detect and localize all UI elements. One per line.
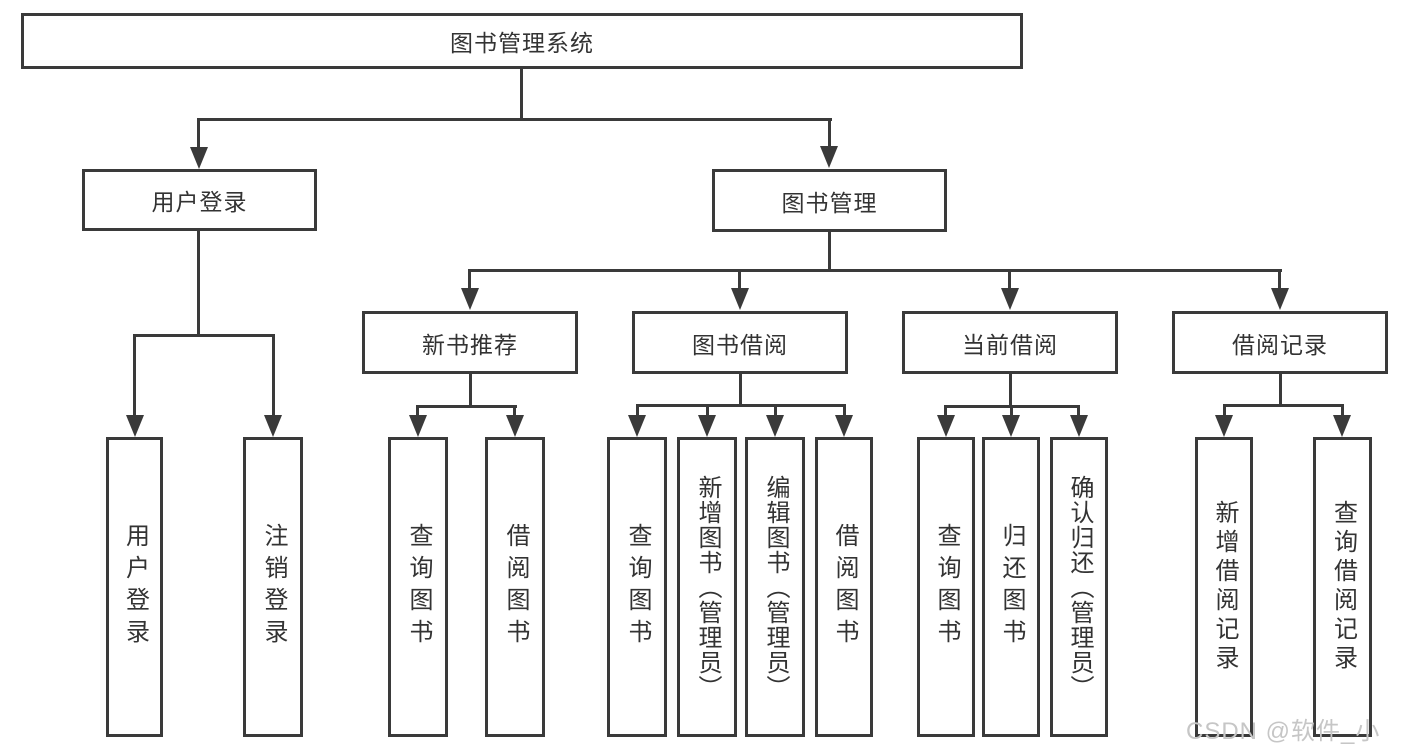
leaf-cb-return-books: 归还图书 [982,437,1040,737]
leaf-cb-confirm-return: 确认归还（管理员） [1050,437,1108,737]
leaf-bb-query-books-label: 查询图书 [624,523,651,651]
node-borrowing-records-label: 借阅记录 [1232,331,1328,358]
connector-leaf-stem [1077,405,1080,417]
connector-leaf-stem [944,405,947,417]
node-root-label: 图书管理系统 [450,30,594,56]
node-new-book-recommendation: 新书推荐 [362,311,578,374]
leaf-bb-add-books: 新增图书（管理员） [677,437,737,737]
node-book-borrowing-label: 图书借阅 [692,331,788,358]
leaf-logout: 注销登录 [243,437,303,737]
connector-book-borrowing-stem [739,372,742,407]
leaf-nb-borrow-books-label: 借阅图书 [502,523,529,651]
connector-leaf-stem [843,404,846,417]
connector-to-book-borrowing [738,269,741,292]
node-root: 图书管理系统 [21,13,1023,69]
arrowhead-icon [628,415,646,437]
node-current-borrowing-label: 当前借阅 [962,331,1058,358]
connector-book-management-stem [828,230,831,272]
node-book-management-label: 图书管理 [781,189,878,216]
node-book-borrowing: 图书借阅 [632,311,848,374]
arrowhead-icon [1002,415,1020,437]
connector-leaf-stem [1341,404,1344,417]
leaf-cb-query-books-label: 查询图书 [933,523,960,651]
leaf-logout-label: 注销登录 [260,523,287,651]
leaf-nb-borrow-books: 借阅图书 [485,437,545,737]
arrowhead-icon [506,415,524,437]
arrowhead-icon [698,415,716,437]
connector-leaf-stem [636,404,639,417]
leaf-bb-query-books: 查询图书 [607,437,667,737]
leaf-bb-add-books-label: 新增图书（管理员） [694,474,721,700]
connector-to-book-management [828,118,831,149]
leaf-bb-borrow-books: 借阅图书 [815,437,873,737]
connector-borrowing-records-stem [1279,372,1282,407]
arrowhead-icon [264,415,282,437]
arrowhead-icon [820,146,838,168]
leaf-br-add-record: 新增借阅记录 [1195,437,1253,737]
leaf-cb-confirm-return-label: 确认归还（管理员） [1066,474,1093,700]
leaf-cb-return-books-label: 归还图书 [998,523,1025,651]
connector-leaf-stem [774,404,777,417]
connector-book-management-branch [469,269,1282,272]
arrowhead-icon [190,147,208,169]
connector-user-login-branch [133,334,275,337]
leaf-nb-query-books-label: 查询图书 [405,523,432,651]
leaf-bb-edit-books-label: 编辑图书（管理员） [762,474,789,700]
leaf-bb-edit-books: 编辑图书（管理员） [745,437,805,737]
connector-new-book-stem [469,372,472,408]
node-book-management: 图书管理 [712,169,947,232]
node-user-login: 用户登录 [82,169,317,231]
connector-leaf-stem [1010,405,1013,417]
leaf-user-login: 用户登录 [106,437,163,737]
arrowhead-icon [835,415,853,437]
connector-current-borrowing-stem [1009,372,1012,408]
arrowhead-icon [1215,415,1233,437]
arrowhead-icon [461,288,479,310]
connector-to-user-login [197,118,200,149]
connector-leaf-stem [1223,404,1226,417]
leaf-nb-query-books: 查询图书 [388,437,448,737]
connector-to-new-book [468,269,471,292]
leaf-br-query-record-label: 查询借阅记录 [1329,500,1357,674]
arrowhead-icon [126,415,144,437]
connector-user-login-stem [197,229,200,337]
connector-leaf-stem [416,405,419,417]
connector-to-borrowing-records [1278,269,1281,292]
leaf-user-login-label: 用户登录 [121,523,149,651]
arrowhead-icon [937,415,955,437]
connector-borrowing-records-branch [1223,404,1344,407]
node-borrowing-records: 借阅记录 [1172,311,1388,374]
leaf-bb-borrow-books-label: 借阅图书 [831,523,858,651]
connector-leaf-stem [706,404,709,417]
node-current-borrowing: 当前借阅 [902,311,1118,374]
csdn-watermark: CSDN @软件_小贺同学 [1186,718,1381,745]
connector-to-leaf-logout [272,334,275,417]
leaf-cb-query-books: 查询图书 [917,437,975,737]
arrowhead-icon [409,415,427,437]
leaf-br-add-record-label: 新增借阅记录 [1211,500,1238,674]
arrowhead-icon [731,288,749,310]
connector-book-borrowing-branch [636,404,846,407]
connector-new-book-branch [416,405,517,408]
connector-leaf-stem [513,405,516,417]
arrowhead-icon [766,415,784,437]
arrowhead-icon [1070,415,1088,437]
arrowhead-icon [1001,288,1019,310]
connector-root-stem [520,69,523,120]
node-new-book-label: 新书推荐 [422,331,518,358]
connector-root-branch [197,118,832,121]
arrowhead-icon [1333,415,1351,437]
leaf-br-query-record: 查询借阅记录 [1313,437,1372,737]
node-user-login-label: 用户登录 [151,189,248,215]
arrowhead-icon [1271,288,1289,310]
connector-to-current-borrowing [1008,269,1011,292]
connector-to-leaf-user-login [133,334,136,417]
